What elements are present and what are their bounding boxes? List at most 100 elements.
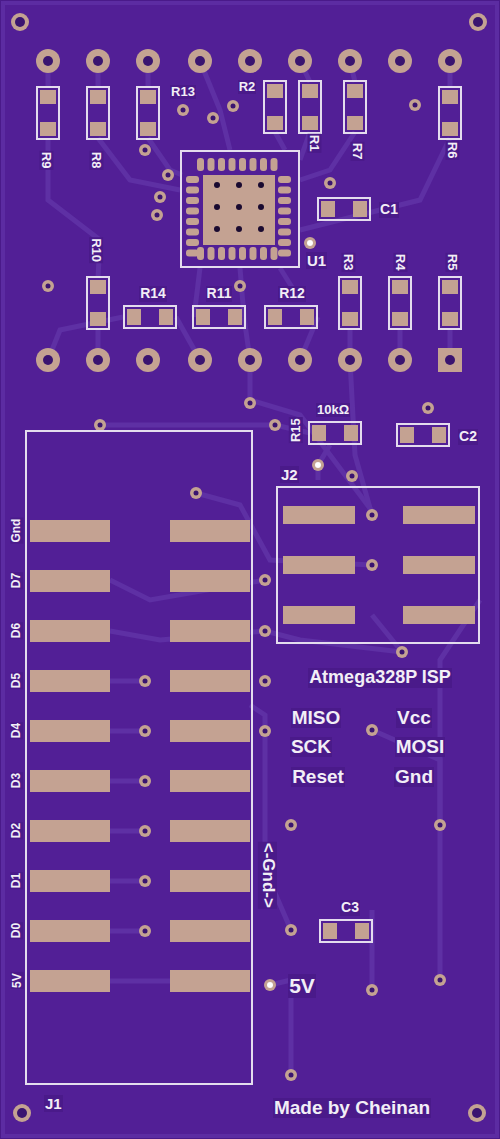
drill-hole: [245, 56, 255, 66]
via-hole: [426, 406, 431, 411]
pin-name: D2: [10, 822, 23, 839]
pin-name: MISO: [291, 708, 342, 729]
qfn-pad: [250, 247, 257, 260]
header-pad: [438, 49, 462, 73]
qfn-pad: [218, 158, 225, 171]
smd-pad: [127, 309, 141, 325]
pin-name: Reset: [291, 767, 345, 788]
via: [422, 402, 434, 414]
pin-name: D4: [10, 722, 23, 739]
via: [244, 397, 256, 409]
header-pad: [86, 348, 110, 372]
component-outline: [87, 277, 109, 329]
via-hole: [263, 629, 268, 634]
smd-pad: [302, 84, 318, 98]
via: [259, 574, 271, 586]
qfn-pad: [250, 158, 257, 171]
via-hole: [413, 103, 418, 108]
connector-pad: [403, 606, 475, 624]
smd-pad: [159, 309, 173, 325]
component-outline: [439, 87, 461, 139]
component-outline: [339, 277, 361, 329]
via: [366, 509, 378, 521]
drill-hole: [445, 56, 455, 66]
smd-pad: [353, 201, 367, 217]
via: [227, 100, 239, 112]
qfn-pad: [186, 229, 199, 236]
drill-hole: [195, 355, 205, 365]
via: [366, 724, 378, 736]
pin1-dot: [267, 982, 273, 988]
via-hole: [263, 578, 268, 583]
component-outline: [124, 306, 176, 328]
thermal-via: [236, 204, 242, 210]
part-designator: R4: [393, 253, 407, 272]
via: [366, 984, 378, 996]
pin-name: MOSI: [395, 737, 446, 758]
qfn-pad: [186, 197, 199, 204]
via: [139, 825, 151, 837]
component-outline: [264, 81, 286, 133]
via: [259, 625, 271, 637]
drill-hole: [17, 1108, 27, 1118]
connector-pad: [170, 920, 250, 942]
smd-pad: [355, 923, 369, 939]
smd-pad: [392, 312, 408, 326]
drill-hole: [395, 355, 405, 365]
drill-hole: [295, 355, 305, 365]
via-hole: [231, 104, 236, 109]
copper-trace: [250, 360, 375, 515]
copper-trace: [110, 979, 170, 984]
connector-outline: J1: [25, 430, 253, 1085]
pin-name: D3: [10, 772, 23, 789]
qfn-thermal-pad: [203, 175, 275, 245]
connector-pad: [170, 670, 250, 692]
part-designator: R14: [139, 286, 167, 301]
smd-pad: [432, 427, 446, 443]
header-pad: [136, 348, 160, 372]
via-hole: [289, 823, 294, 828]
thermal-via: [214, 204, 220, 210]
drill-hole: [93, 56, 103, 66]
smd-pad: [268, 309, 282, 325]
smd-pad: [400, 427, 414, 443]
smd-pad: [196, 309, 210, 325]
header-pad: [188, 49, 212, 73]
qfn-pad: [278, 229, 291, 236]
connector-pad: [283, 606, 355, 624]
component-outline: [318, 198, 370, 220]
component-outline: [397, 424, 449, 446]
pin-name: Vcc: [396, 708, 432, 729]
pin-name: D6: [10, 622, 23, 639]
drill-hole: [472, 1108, 482, 1118]
header-pad: [338, 348, 362, 372]
via: [366, 559, 378, 571]
header-pad: [288, 348, 312, 372]
via: [396, 646, 408, 658]
qfn-pad: [278, 250, 291, 257]
qfn-pad: [229, 247, 236, 260]
via: [285, 924, 297, 936]
via: [324, 177, 336, 189]
smd-pad: [347, 116, 363, 130]
via-hole: [211, 116, 216, 121]
pin1-dot: [307, 240, 313, 246]
smd-pad: [442, 312, 458, 326]
smd-pad: [442, 280, 458, 294]
drill-hole: [295, 56, 305, 66]
smd-pad: [342, 280, 358, 294]
via-hole: [181, 108, 186, 113]
component-outline: [389, 277, 411, 329]
via: [264, 979, 276, 991]
via: [304, 237, 316, 249]
drill-hole: [43, 56, 53, 66]
connector-pad: [283, 556, 355, 574]
via-hole: [400, 650, 405, 655]
component-outline: [37, 87, 59, 139]
part-designator: R13: [170, 85, 196, 99]
connector-pad: [170, 970, 250, 992]
via-hole: [328, 181, 333, 186]
drill-hole: [395, 56, 405, 66]
via-hole: [143, 829, 148, 834]
